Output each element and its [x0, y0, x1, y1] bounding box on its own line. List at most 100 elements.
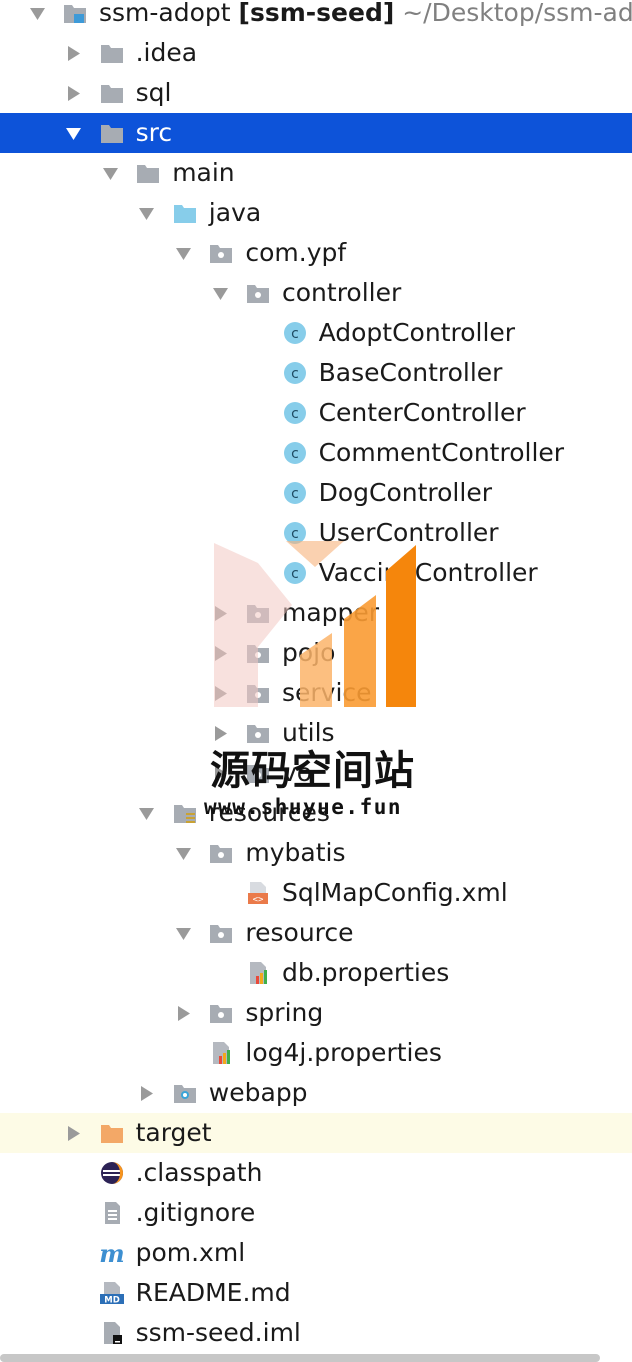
tree-row-label: .gitignore	[136, 1193, 256, 1233]
tree-row-ssm-adopt[interactable]: ssm-adopt [ssm-seed] ~/Desktop/ssm-adop	[0, 0, 632, 33]
tree-row-label: resource	[245, 913, 353, 953]
node-name: controller	[282, 278, 402, 307]
chevron-right-icon[interactable]	[172, 993, 194, 1033]
tree-row-com-ypf[interactable]: com.ypf	[0, 233, 632, 273]
node-name: target	[135, 1118, 212, 1147]
resources-folder-icon	[172, 801, 198, 825]
chevron-down-icon[interactable]	[172, 833, 194, 873]
chevron-down-icon[interactable]	[172, 233, 194, 273]
tree-row-pom-xml[interactable]: m pom.xml	[0, 1233, 632, 1273]
node-name: main	[172, 158, 235, 187]
tree-row-label: CenterController	[319, 393, 526, 433]
node-name: SqlMapConfig.xml	[282, 878, 508, 907]
tree-row-label: webapp	[209, 1073, 308, 1113]
tree-row-resources[interactable]: resources	[0, 793, 632, 833]
tree-row-service[interactable]: service	[0, 673, 632, 713]
maven-file-icon: m	[99, 1241, 125, 1265]
chevron-right-icon[interactable]	[136, 1073, 158, 1113]
tree-row-gitignore[interactable]: .gitignore	[0, 1193, 632, 1233]
svg-text:c: c	[291, 526, 299, 542]
tree-row-ssm-seed-iml[interactable]: ssm-seed.iml	[0, 1313, 632, 1353]
node-name: vo	[282, 758, 313, 787]
watermark-url: www.shuyue.fun	[204, 795, 403, 819]
package-icon	[208, 921, 234, 945]
chevron-right-icon[interactable]	[63, 33, 85, 73]
chevron-right-icon[interactable]	[209, 633, 231, 673]
source-folder-icon	[172, 201, 198, 225]
excluded-folder-icon	[99, 1121, 125, 1145]
tree-row-label: log4j.properties	[245, 1033, 441, 1073]
chevron-right-icon[interactable]	[209, 593, 231, 633]
node-name: mapper	[282, 598, 380, 627]
tree-row-label: vo	[282, 753, 312, 793]
tree-row-vo[interactable]: vo	[0, 753, 632, 793]
chevron-right-icon[interactable]	[63, 73, 85, 113]
horizontal-scrollbar[interactable]	[0, 1354, 600, 1362]
tree-row-resource[interactable]: resource	[0, 913, 632, 953]
java-class-icon: c	[282, 521, 308, 545]
package-icon	[208, 841, 234, 865]
node-name: mybatis	[245, 838, 346, 867]
tree-row-sqlmapconfig-xml[interactable]: <>SqlMapConfig.xml	[0, 873, 632, 913]
svg-text:m: m	[99, 1241, 124, 1265]
chevron-down-icon[interactable]	[172, 913, 194, 953]
chevron-down-icon[interactable]	[209, 273, 231, 313]
tree-row-target[interactable]: target	[0, 1113, 632, 1153]
node-name: DogController	[318, 478, 492, 507]
node-name: pom.xml	[135, 1238, 246, 1267]
node-name: resource	[245, 918, 354, 947]
chevron-down-icon[interactable]	[136, 793, 158, 833]
tree-row-idea[interactable]: .idea	[0, 33, 632, 73]
node-name: java	[208, 198, 262, 227]
chevron-right-icon[interactable]	[209, 753, 231, 793]
tree-row-pojo[interactable]: pojo	[0, 633, 632, 673]
tree-row-label: sql	[136, 73, 172, 113]
chevron-down-icon[interactable]	[99, 153, 121, 193]
chevron-down-icon[interactable]	[136, 193, 158, 233]
node-name: .classpath	[135, 1158, 263, 1187]
tree-row-log4j-properties[interactable]: log4j.properties	[0, 1033, 632, 1073]
folder-icon	[135, 161, 161, 185]
eclipse-file-icon	[99, 1161, 125, 1185]
node-name: log4j.properties	[245, 1038, 442, 1067]
tree-row-mapper[interactable]: mapper	[0, 593, 632, 633]
tree-row-classpath[interactable]: .classpath	[0, 1153, 632, 1193]
node-name: AdoptController	[318, 318, 516, 347]
package-icon	[245, 681, 271, 705]
tree-row-label: BaseController	[319, 353, 503, 393]
tree-row-java[interactable]: java	[0, 193, 632, 233]
node-name: CenterController	[318, 398, 526, 427]
chevron-down-icon[interactable]	[63, 113, 85, 153]
tree-row-dogcontroller[interactable]: c DogController	[0, 473, 632, 513]
tree-row-db-properties[interactable]: db.properties	[0, 953, 632, 993]
tree-row-mybatis[interactable]: mybatis	[0, 833, 632, 873]
tree-row-sql[interactable]: sql	[0, 73, 632, 113]
package-icon	[245, 281, 271, 305]
tree-row-label: VaccineController	[319, 553, 538, 593]
chevron-right-icon[interactable]	[209, 713, 231, 753]
tree-row-utils[interactable]: utils	[0, 713, 632, 753]
chevron-right-icon[interactable]	[209, 673, 231, 713]
svg-text:c: c	[291, 486, 299, 502]
tree-row-label: mybatis	[245, 833, 345, 873]
chevron-down-icon[interactable]	[26, 0, 48, 33]
tree-row-label: main	[172, 153, 234, 193]
tree-row-webapp[interactable]: webapp	[0, 1073, 632, 1113]
tree-row-src[interactable]: src	[0, 113, 632, 153]
module-folder-icon	[62, 1, 88, 25]
tree-row-controller[interactable]: controller	[0, 273, 632, 313]
chevron-right-icon[interactable]	[63, 1113, 85, 1153]
tree-row-centercontroller[interactable]: c CenterController	[0, 393, 632, 433]
svg-text:c: c	[291, 406, 299, 422]
package-icon	[208, 241, 234, 265]
tree-row-label: service	[282, 673, 372, 713]
package-icon	[245, 641, 271, 665]
tree-row-main[interactable]: main	[0, 153, 632, 193]
tree-row-spring[interactable]: spring	[0, 993, 632, 1033]
